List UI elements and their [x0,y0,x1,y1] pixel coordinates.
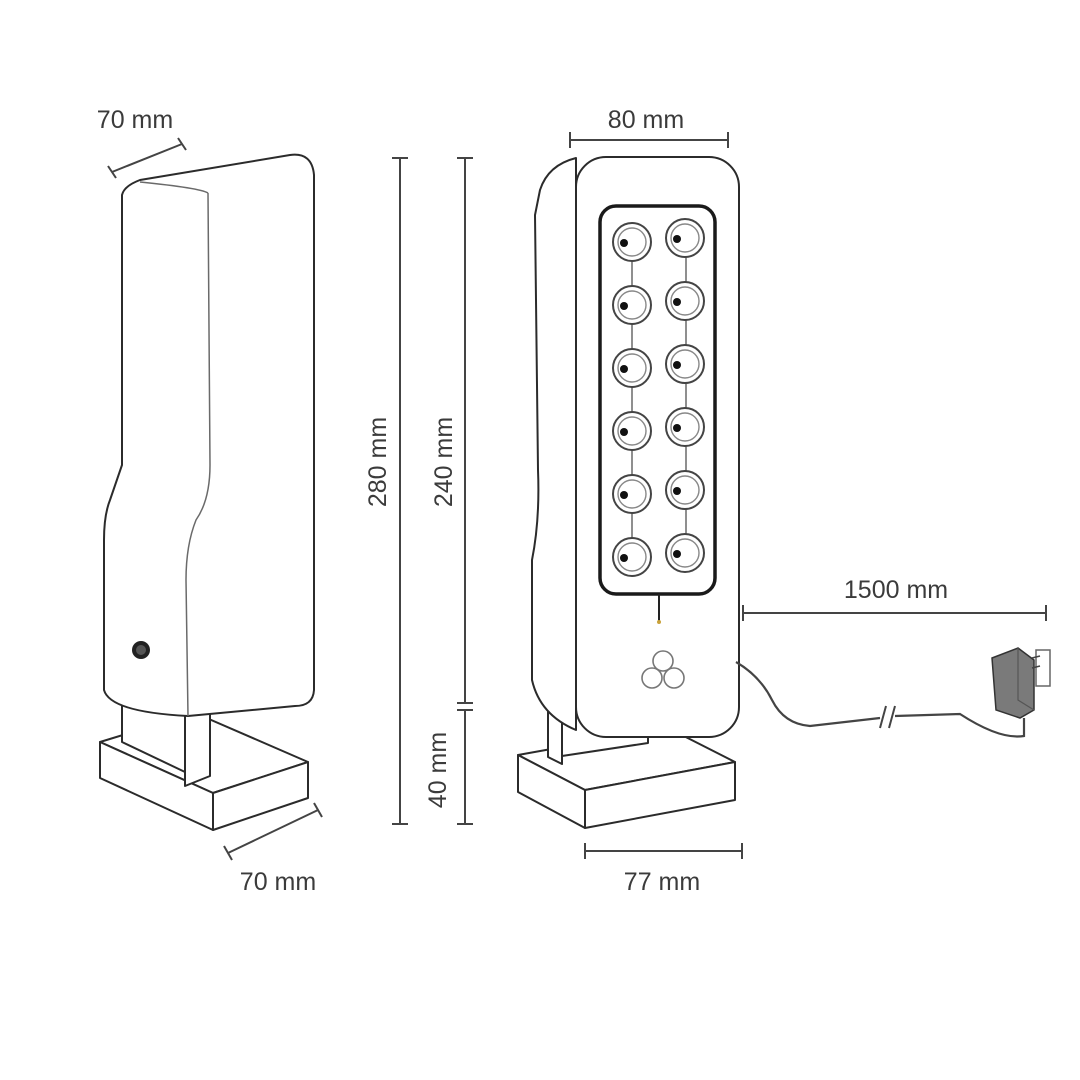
three-circle-logo-icon [641,650,685,689]
nozzle-icon [612,222,652,262]
front-view-base [517,727,736,829]
side-view [99,153,315,831]
dimension-body-and-stand-height: 240 mm 40 mm [424,157,473,825]
nozzle-icon [612,411,652,451]
nozzle-icon [665,407,705,447]
dimension-front-width-base: 77 mm [584,843,743,896]
front-view [517,156,740,829]
front-width-top-label: 80 mm [608,106,684,134]
dimension-cable-length: 1500 mm [742,576,1047,621]
body-height-label: 240 mm [430,417,458,507]
power-adapter-icon [991,647,1051,719]
power-cable [735,661,1026,738]
nozzle-icon [612,348,652,388]
dimension-side-depth-top: 70 mm [97,106,187,179]
nozzle-panel [598,204,717,596]
side-depth-top-label: 70 mm [97,106,173,134]
nozzle-icon [665,533,705,573]
total-height-label: 280 mm [364,417,392,507]
front-width-base-label: 77 mm [624,868,700,896]
cable-length-label: 1500 mm [844,576,948,604]
dimension-front-width-top: 80 mm [569,106,729,148]
dimension-side-depth-base: 70 mm [223,802,323,896]
dimension-total-height: 280 mm [364,157,408,825]
nozzle-icon [665,470,705,510]
nozzle-icon [612,285,652,325]
nozzle-icon [612,474,652,514]
front-view-body [531,156,740,738]
side-depth-base-label: 70 mm [240,868,316,896]
nozzle-icon [612,537,652,577]
nozzle-icon [665,281,705,321]
side-view-body [103,153,315,717]
stand-height-label: 40 mm [424,732,452,808]
nozzle-grid [612,218,705,577]
nozzle-icon [665,218,705,258]
nozzle-icon [665,344,705,384]
